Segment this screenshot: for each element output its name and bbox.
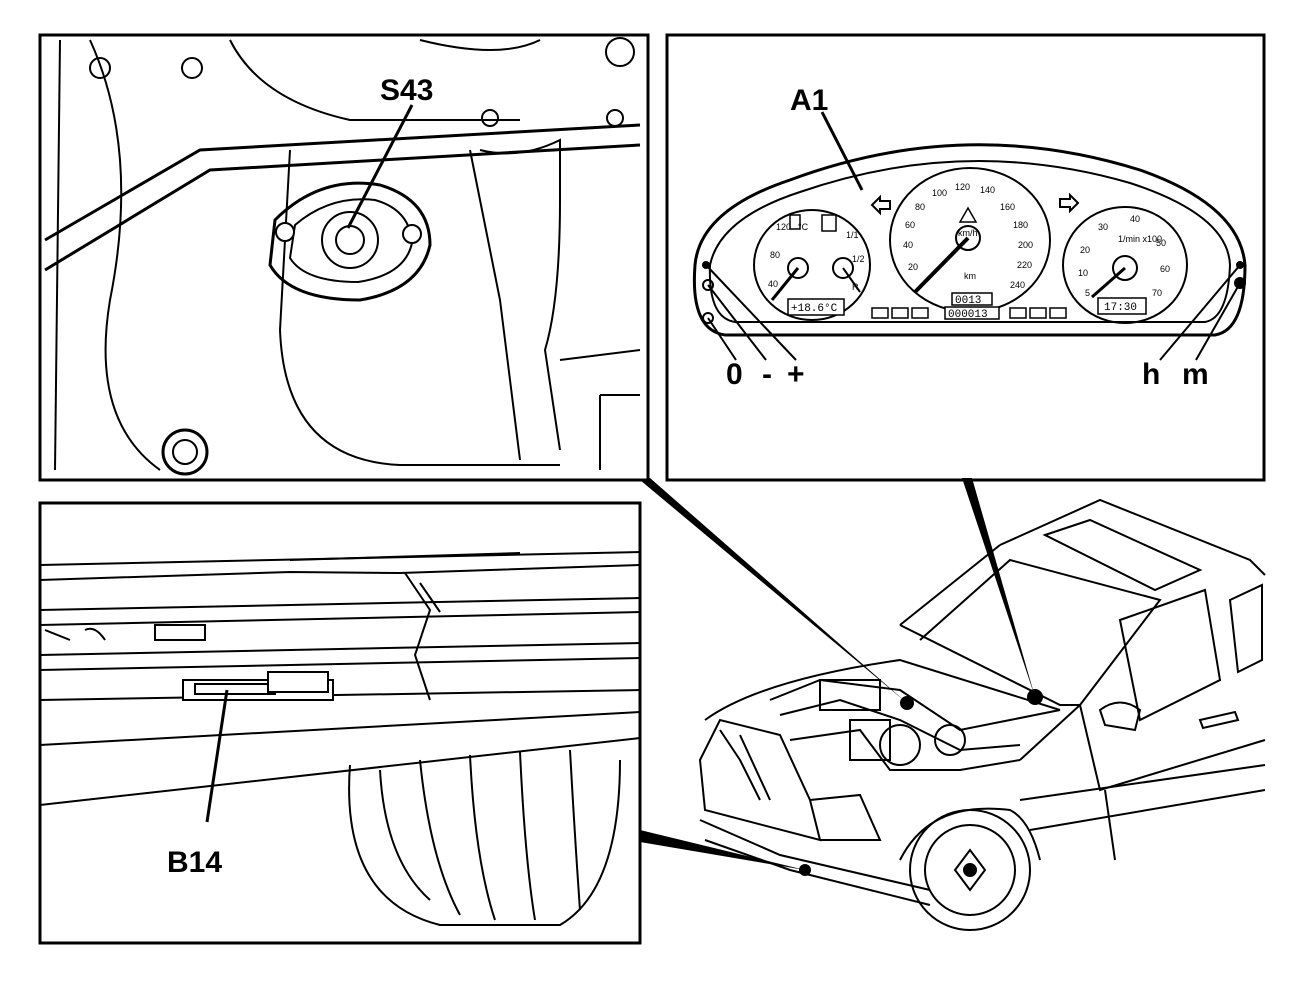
tach-tick-50: 50 — [1156, 238, 1166, 248]
speed-tick-60: 60 — [905, 220, 915, 230]
fuel-tick-0: 1/1 — [846, 230, 859, 240]
odometer-display: 000013 — [948, 309, 988, 321]
speed-unit: km/h — [958, 228, 978, 238]
s43-leader-line — [346, 104, 414, 229]
tach-tick-40: 40 — [1130, 214, 1140, 224]
leader-h — [1159, 264, 1241, 361]
outside-temp-display: +18.6°C — [791, 303, 838, 315]
fuel-pump-icon — [821, 214, 837, 232]
speed-tick-40: 40 — [903, 240, 913, 250]
speed-tick-200: 200 — [1018, 240, 1033, 250]
odo-unit: km — [964, 271, 976, 281]
b14-leader-line — [205, 689, 229, 823]
trip-display: 0013 — [955, 295, 981, 307]
label-button-h: h — [1142, 358, 1160, 391]
temp-tick-2: 120 — [776, 222, 791, 232]
fuel-tick-2: R — [852, 282, 859, 292]
temp-unit: °C — [798, 222, 809, 232]
speed-tick-240: 240 — [1010, 280, 1025, 290]
label-button-minus: - — [762, 358, 772, 391]
speed-tick-220: 220 — [1017, 260, 1032, 270]
label-button-m: m — [1182, 358, 1209, 391]
tach-unit: 1/min x100 — [1118, 234, 1162, 244]
pointer-panel2-to-dashboard — [962, 478, 1035, 697]
speed-tick-120: 120 — [955, 182, 970, 192]
outside-temp-sensor-b14 — [182, 671, 334, 701]
tach-tick-10: 10 — [1078, 268, 1088, 278]
tach-tick-20: 20 — [1080, 245, 1090, 255]
label-a1: A1 — [790, 84, 828, 117]
leader-plus — [705, 264, 797, 361]
pointer-panel1-to-engine — [640, 478, 907, 703]
car-illustration — [698, 498, 1266, 931]
tach-tick-70: 70 — [1152, 288, 1162, 298]
right-turn-signal-icon — [1059, 192, 1080, 214]
label-button-0: 0 — [726, 358, 743, 391]
speed-tick-20: 20 — [908, 262, 918, 272]
leader-minus — [707, 284, 767, 361]
speed-tick-180: 180 — [1013, 220, 1028, 230]
panel-a1-instrument-cluster: 40 80 120 °C 1/1 1/2 R +18.6°C 20 40 60 … — [665, 33, 1266, 482]
pointer-panel3-to-bumper — [640, 830, 805, 870]
speed-tick-140: 140 — [980, 185, 995, 195]
panel-s43-oil-pan: S43 — [38, 33, 650, 482]
tach-tick-30: 30 — [1098, 222, 1108, 232]
speedometer: 20 40 60 80 100 120 140 160 180 200 220 … — [889, 167, 1051, 321]
tachometer: 5 10 20 30 40 50 60 70 1/min x100 17:30 — [1062, 206, 1188, 324]
fuel-tick-1: 1/2 — [852, 254, 865, 264]
label-button-plus: + — [787, 358, 805, 391]
speed-tick-80: 80 — [915, 202, 925, 212]
reset-knob-left — [702, 279, 714, 291]
tach-tick-5: 5 — [1085, 288, 1090, 298]
label-b14: B14 — [167, 846, 222, 879]
leader-0 — [707, 317, 737, 361]
label-s43: S43 — [380, 74, 433, 107]
temp-fuel-gauge: 40 80 120 °C 1/1 1/2 R +18.6°C — [753, 209, 871, 321]
temp-tick-1: 80 — [770, 250, 780, 260]
left-turn-signal-icon — [870, 194, 891, 216]
a1-leader-line — [820, 111, 864, 191]
leader-m — [1195, 282, 1241, 361]
tach-tick-60: 60 — [1160, 264, 1170, 274]
oil-level-switch-s43 — [268, 181, 432, 302]
coolant-icon — [789, 214, 801, 230]
panel-b14-bumper: B14 — [38, 501, 642, 945]
warning-triangle-icon — [958, 206, 978, 223]
speed-tick-100: 100 — [932, 188, 947, 198]
temp-tick-0: 40 — [768, 279, 778, 289]
speed-tick-160: 160 — [1000, 202, 1015, 212]
clock-display: 17:30 — [1104, 302, 1137, 314]
warning-lamp-strip — [871, 307, 1067, 319]
adjust-knob-left — [702, 312, 714, 324]
